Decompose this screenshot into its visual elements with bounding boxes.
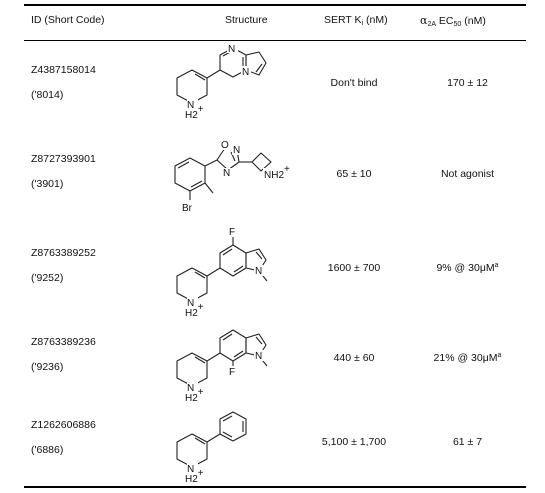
sert-value: 1600 ± 700 <box>327 262 381 274</box>
a2a-value: 61 ± 7 <box>452 436 483 448</box>
svg-text:N: N <box>187 383 194 394</box>
sert-value: 65 ± 10 <box>336 168 372 180</box>
header-a2a-ec50: α2A EC50 (nM) <box>420 14 486 28</box>
svg-text:N: N <box>242 67 249 78</box>
sert-value: Don't bind <box>330 77 378 89</box>
svg-text:F: F <box>229 227 235 238</box>
svg-text:H2+: H2+ <box>185 302 204 319</box>
a2a-value: Not agonist <box>440 168 495 180</box>
svg-text:N: N <box>233 145 240 156</box>
svg-text:H2+: H2+ <box>185 387 204 404</box>
a2a-value: 9% @ 30μMa <box>436 262 499 274</box>
structure-3901: O N N NH2+ Br <box>174 140 293 214</box>
svg-text:NH2+: NH2+ <box>264 164 290 181</box>
structure-8014: N N N H2+ <box>176 43 267 121</box>
svg-text:N: N <box>228 44 235 55</box>
table-header-rule <box>24 40 526 41</box>
structure-6886: N H2+ <box>176 411 247 485</box>
a2a-value: 170 ± 12 <box>447 77 488 89</box>
svg-text:F: F <box>229 367 235 378</box>
svg-text:H2+: H2+ <box>185 104 204 121</box>
svg-text:N: N <box>255 266 262 277</box>
svg-text:O: O <box>221 140 229 151</box>
a2a-value: 21% @ 30μMa <box>433 352 502 364</box>
svg-text:H2+: H2+ <box>185 468 204 485</box>
svg-text:N: N <box>187 464 194 475</box>
table-bottom-rule <box>24 486 526 488</box>
svg-text:N: N <box>187 100 194 111</box>
header-structure: Structure <box>225 14 268 26</box>
sert-value: 440 ± 60 <box>333 352 375 364</box>
structure-9236: F N N H2+ <box>176 329 268 404</box>
svg-text:Br: Br <box>182 203 193 214</box>
svg-text:N: N <box>223 168 230 179</box>
svg-text:N: N <box>187 298 194 309</box>
sert-value: 5,100 ± 1,700 <box>321 436 387 448</box>
structure-9252: F N N H2+ <box>176 226 268 319</box>
header-id: ID (Short Code) <box>31 14 105 26</box>
svg-text:N: N <box>255 351 262 362</box>
table-top-rule <box>24 4 526 6</box>
header-sert-ki: SERT Ki (nM) <box>324 14 388 27</box>
